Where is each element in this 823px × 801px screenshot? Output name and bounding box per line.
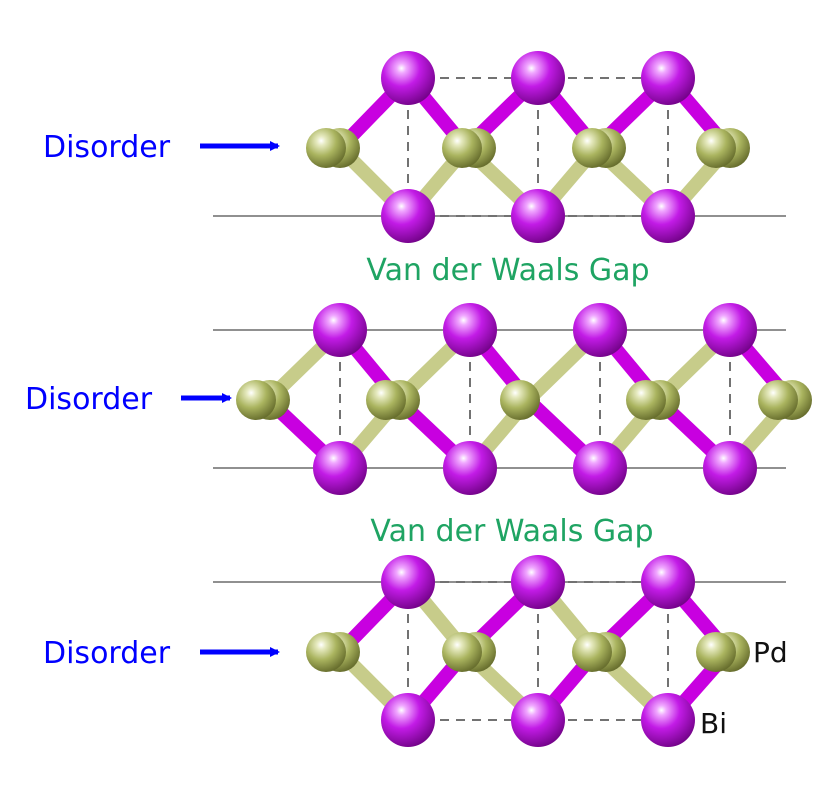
disorder-label: Disorder — [25, 382, 153, 417]
bi-atom — [443, 441, 497, 495]
bi-atom — [641, 51, 695, 105]
pd-atom — [572, 128, 612, 168]
bi-atom — [381, 693, 435, 747]
bi-atom — [573, 441, 627, 495]
pd-atom — [442, 128, 482, 168]
bi-element-label: Bi — [700, 707, 727, 740]
bi-atom — [381, 189, 435, 243]
bi-atom — [313, 303, 367, 357]
pd-element-label: Pd — [753, 636, 788, 669]
layer-3 — [213, 555, 786, 747]
pd-atom — [442, 632, 482, 672]
pd-atom — [500, 380, 540, 420]
bi-atom — [573, 303, 627, 357]
pd-atom — [306, 128, 346, 168]
bi-atom — [313, 441, 367, 495]
layer-1 — [213, 51, 786, 243]
bi-atom — [511, 51, 565, 105]
disorder-label: Disorder — [43, 130, 171, 165]
pd-atom — [696, 632, 736, 672]
bi-atom — [511, 693, 565, 747]
pd-atom — [366, 380, 406, 420]
bi-atom — [511, 555, 565, 609]
pd-atom — [626, 380, 666, 420]
layer-2 — [213, 303, 812, 495]
bi-atom — [703, 303, 757, 357]
pd-atom — [758, 380, 798, 420]
pd-atom — [236, 380, 276, 420]
bi-atom — [381, 51, 435, 105]
bi-atom — [641, 189, 695, 243]
bi-atom — [511, 189, 565, 243]
bi-atom — [703, 441, 757, 495]
van-der-waals-gap-label: Van der Waals Gap — [370, 514, 653, 549]
bi-atom — [641, 555, 695, 609]
bi-atom — [381, 555, 435, 609]
pd-atom — [572, 632, 612, 672]
pd-atom — [696, 128, 736, 168]
bi-atom — [641, 693, 695, 747]
bi-atom — [443, 303, 497, 357]
pd-atom — [306, 632, 346, 672]
disorder-label: Disorder — [43, 636, 171, 671]
van-der-waals-gap-label: Van der Waals Gap — [366, 253, 649, 288]
